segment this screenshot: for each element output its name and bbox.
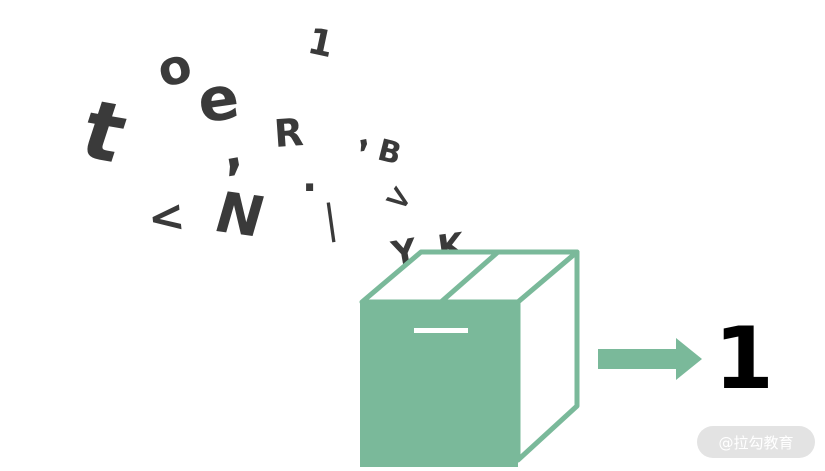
scattered-char-dot: ·	[302, 165, 318, 211]
watermark-badge: @拉勾教育	[697, 426, 815, 458]
box-flap-line	[439, 250, 500, 304]
output-arrow	[598, 338, 702, 380]
output-number: 1	[714, 309, 774, 409]
box-handle-slot	[414, 328, 468, 333]
watermark-text: @拉勾教育	[718, 433, 794, 452]
box-front-face	[360, 302, 518, 467]
